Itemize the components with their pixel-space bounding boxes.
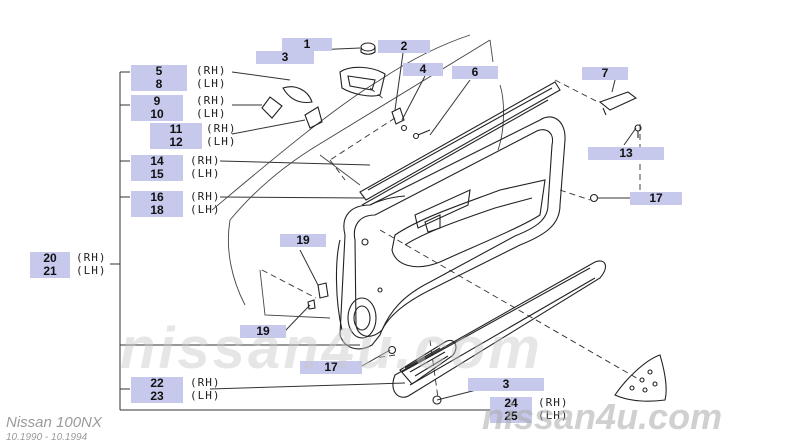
callout-24: 24	[490, 397, 532, 410]
callout-10-side: (LH)	[196, 107, 227, 120]
center-watermark: nissan4u.com	[120, 316, 543, 381]
callout-11: 11	[150, 123, 202, 136]
callout-16: 16	[131, 191, 183, 204]
corner-watermark: nissan4u.com	[482, 396, 723, 437]
callout-23-side: (LH)	[190, 389, 221, 402]
top-moulding	[359, 81, 561, 206]
callout-2: 2	[378, 40, 430, 53]
callout-13: 13	[588, 147, 664, 160]
callout-23: 23	[131, 390, 183, 403]
callout-19-lower: 19	[240, 325, 286, 338]
callout-15: 15	[131, 168, 183, 181]
callout-7: 7	[582, 67, 628, 80]
callout-3-lower: 3	[468, 378, 544, 391]
callout-12: 12	[150, 136, 202, 149]
callout-12-side: (LH)	[206, 135, 237, 148]
callout-9: 9	[131, 95, 183, 108]
callout-22: 22	[131, 377, 183, 390]
callout-22-side: (RH)	[190, 376, 221, 389]
callout-17-right: 17	[630, 192, 682, 205]
callout-20-side: (RH)	[76, 251, 107, 264]
callout-6: 6	[452, 66, 498, 79]
callout-8-side: (LH)	[196, 77, 227, 90]
production-dates: 10.1990 - 10.1994	[6, 432, 88, 443]
callout-25-side: (LH)	[538, 409, 569, 422]
callout-9-side: (RH)	[196, 94, 227, 107]
model-name: Nissan 100NX	[6, 414, 102, 431]
callout-19-upper: 19	[280, 234, 326, 247]
callout-18-side: (LH)	[190, 203, 221, 216]
callout-17-lower: 17	[300, 361, 362, 374]
callout-3-top: 3	[256, 51, 314, 64]
callout-20: 20	[30, 252, 70, 265]
callout-21-side: (LH)	[76, 264, 107, 277]
body-outline	[211, 34, 504, 319]
callout-10: 10	[131, 108, 183, 121]
callout-24-side: (RH)	[538, 396, 569, 409]
callout-11-side: (RH)	[206, 122, 237, 135]
callout-15-side: (LH)	[190, 167, 221, 180]
small-parts	[261, 42, 667, 405]
door-trim-panel	[335, 116, 566, 350]
callout-21: 21	[30, 265, 70, 278]
lower-kick-panel	[392, 260, 606, 398]
callout-5: 5	[131, 65, 187, 78]
callout-14-side: (RH)	[190, 154, 221, 167]
callout-16-side: (RH)	[190, 190, 221, 203]
callout-1: 1	[282, 38, 332, 51]
callout-14: 14	[131, 155, 183, 168]
callout-4: 4	[403, 63, 443, 76]
leader-bracket	[110, 47, 637, 411]
callout-5-side: (RH)	[196, 64, 227, 77]
callout-18: 18	[131, 204, 183, 217]
callout-8: 8	[131, 78, 187, 91]
callout-25: 25	[490, 410, 532, 423]
